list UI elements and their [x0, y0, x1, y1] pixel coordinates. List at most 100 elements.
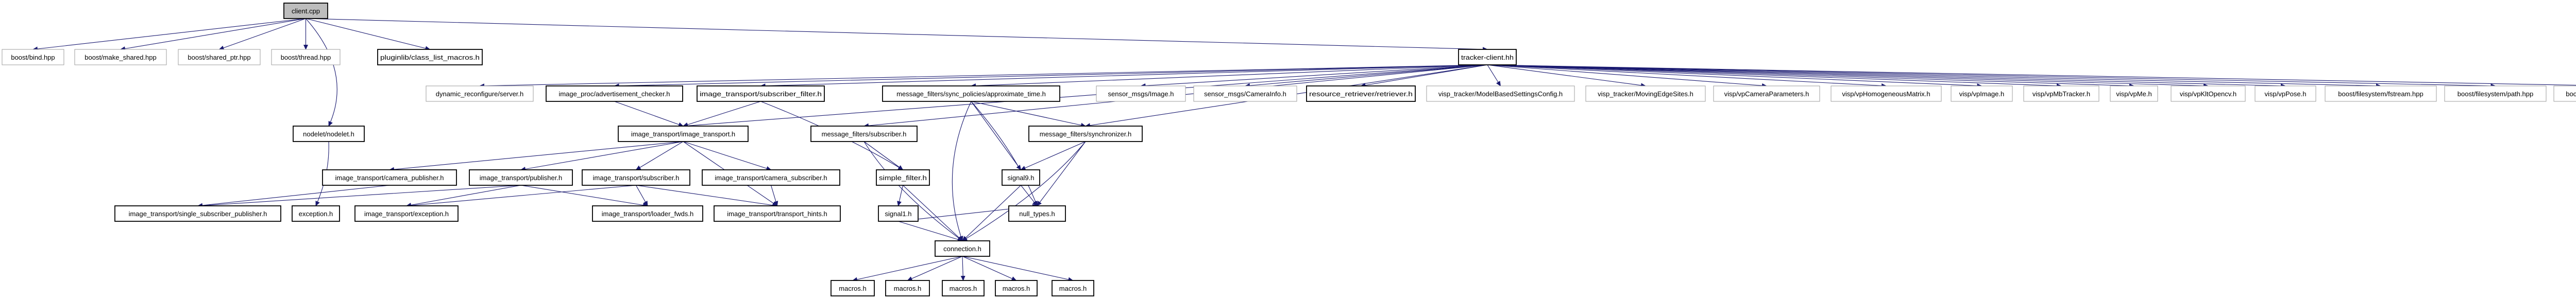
node-macros-h[interactable]: macros.h: [831, 280, 875, 296]
node-label: message_filters/synchronizer.h: [1040, 130, 1131, 138]
node-label: boost/thread/recursive_mutex.hpp: [2566, 90, 2576, 98]
edge-tracker-client-hh-to-image-transport-subscriber-filter-h: [760, 64, 1488, 89]
node-box[interactable]: [322, 169, 457, 186]
node-box[interactable]: [1002, 169, 1040, 186]
node-label: image_transport/publisher.h: [480, 174, 562, 182]
node-box[interactable]: [354, 205, 459, 222]
node-nodelet-nodelet-h[interactable]: nodelet/nodelet.h: [293, 126, 365, 142]
node-box[interactable]: [292, 205, 340, 222]
node-box: [1713, 85, 1820, 102]
node-image-transport-loader-fwds-h[interactable]: image_transport/loader_fwds.h: [592, 205, 703, 222]
node-label: exception.h: [299, 210, 333, 218]
node-box[interactable]: [942, 280, 985, 296]
edge-image-transport-publisher-h-to-image-transport-loader-fwds-h: [520, 185, 648, 207]
node-box: [2444, 85, 2547, 102]
node-exception-h[interactable]: exception.h: [292, 205, 340, 222]
node-pluginlib-class-list-macros-h[interactable]: pluginlib/class_list_macros.h: [377, 49, 483, 65]
node-label: signal1.h: [885, 210, 911, 218]
node-image-transport-image-transport-h[interactable]: image_transport/image_transport.h: [618, 126, 749, 142]
edge-image-transport-image-transport-h-to-image-transport-publisher-h: [520, 141, 684, 171]
edge-image-transport-camera-publisher-h-to-image-transport-single-subscriber-publisher-h: [197, 185, 390, 208]
node-label: boost/filesystem/path.hpp: [2458, 90, 2533, 98]
edge-client-cpp-to-nodelet-nodelet-h: [306, 18, 337, 127]
node-macros-h[interactable]: macros.h: [942, 280, 985, 296]
edge-tracker-client-hh-to-image-proc-advertisement-checker-h: [614, 64, 1488, 89]
node-image-proc-advertisement-checker-h[interactable]: image_proc/advertisement_checker.h: [546, 85, 683, 102]
node-image-transport-subscriber-h[interactable]: image_transport/subscriber.h: [582, 169, 690, 186]
node-message-filters-sync-policies-approximate-time-h[interactable]: message_filters/sync_policies/approximat…: [882, 85, 1060, 102]
node-box[interactable]: [697, 85, 825, 102]
node-signal9-h[interactable]: signal9.h: [1002, 169, 1040, 186]
node-box[interactable]: [935, 240, 990, 257]
node-simple-filter-h[interactable]: simple_filter.h: [876, 169, 930, 186]
node-label: pluginlib/class_list_macros.h: [380, 54, 480, 61]
node-box[interactable]: [831, 280, 875, 296]
node-box[interactable]: [702, 169, 840, 186]
node-box[interactable]: [1028, 126, 1143, 142]
node-box[interactable]: [114, 205, 281, 222]
node-image-transport-exception-h[interactable]: image_transport/exception.h: [354, 205, 459, 222]
node-signal1-h[interactable]: signal1.h: [878, 205, 919, 222]
node-box[interactable]: [1458, 49, 1517, 65]
node-resource-retriever-retriever-h[interactable]: resource_retriever/retriever.h: [1306, 85, 1416, 102]
node-visp-vpimage-h: visp/vpImage.h: [1951, 85, 2013, 102]
node-tracker-client-hh[interactable]: tracker-client.hh: [1458, 49, 1517, 65]
node-label: image_transport/camera_subscriber.h: [715, 174, 827, 182]
node-connection-h[interactable]: connection.h: [935, 240, 990, 257]
edge-tracker-client-hh-to-boost-thread-recursive-mutex-hpp: [1487, 64, 2576, 86]
edge-tracker-client-hh-to-image-transport-image-transport-h: [683, 64, 1488, 128]
node-box: [1831, 85, 1942, 102]
node-box: [2110, 85, 2158, 102]
node-box[interactable]: [293, 126, 365, 142]
node-label: connection.h: [943, 245, 981, 253]
node-box: [2325, 85, 2437, 102]
node-box[interactable]: [882, 85, 1060, 102]
node-box[interactable]: [878, 205, 919, 222]
node-box[interactable]: [582, 169, 690, 186]
node-message-filters-synchronizer-h[interactable]: message_filters/synchronizer.h: [1028, 126, 1143, 142]
edge-client-cpp-to-pluginlib-class-list-macros-h: [306, 18, 431, 51]
node-box: [271, 49, 341, 65]
node-image-transport-camera-publisher-h[interactable]: image_transport/camera_publisher.h: [322, 169, 457, 186]
node-box[interactable]: [377, 49, 483, 65]
node-box[interactable]: [1306, 85, 1416, 102]
node-label: simple_filter.h: [879, 174, 927, 182]
node-box[interactable]: [1008, 205, 1066, 222]
edge-tracker-client-hh-to-boost-filesystem-path-hpp: [1487, 64, 2496, 89]
node-image-transport-camera-subscriber-h[interactable]: image_transport/camera_subscriber.h: [702, 169, 840, 186]
node-label: client.cpp: [292, 7, 320, 15]
node-image-transport-subscriber-filter-h[interactable]: image_transport/subscriber_filter.h: [697, 85, 825, 102]
node-null-types-h[interactable]: null_types.h: [1008, 205, 1066, 222]
node-macros-h[interactable]: macros.h: [1052, 280, 1094, 296]
node-macros-h[interactable]: macros.h: [885, 280, 930, 296]
edge-connection-h-to-macros-h: [907, 256, 963, 281]
edge-tracker-client-hh-to-visp-vpkltopencv-h: [1487, 64, 2209, 89]
edge-client-cpp-to-boost-shared-ptr-hpp: [218, 18, 306, 50]
node-message-filters-subscriber-h[interactable]: message_filters/subscriber.h: [810, 126, 918, 142]
node-label: macros.h: [1059, 285, 1087, 292]
node-label: visp/vpCameraParameters.h: [1724, 90, 1809, 98]
node-box[interactable]: [469, 169, 573, 186]
node-box[interactable]: [876, 169, 930, 186]
node-box[interactable]: [546, 85, 683, 102]
node-image-transport-publisher-h[interactable]: image_transport/publisher.h: [469, 169, 573, 186]
edge-tracker-client-hh-to-boost-filesystem-fstream-hpp: [1487, 64, 2381, 89]
edge-message-filters-subscriber-h-to-simple-filter-h: [863, 141, 904, 170]
node-image-transport-transport-hints-h[interactable]: image_transport/transport_hints.h: [714, 205, 841, 222]
edge-image-transport-image-transport-h-to-image-transport-camera-publisher-h: [389, 141, 684, 172]
edge-image-transport-image-transport-h-to-image-transport-subscriber-h: [635, 141, 684, 170]
node-macros-h[interactable]: macros.h: [995, 280, 1038, 296]
node-box[interactable]: [618, 126, 749, 142]
node-label: image_transport/camera_publisher.h: [335, 174, 444, 182]
node-box[interactable]: [885, 280, 930, 296]
node-box[interactable]: [592, 205, 703, 222]
node-label: resource_retriever/retriever.h: [1309, 90, 1413, 98]
node-box[interactable]: [995, 280, 1038, 296]
node-box[interactable]: [1052, 280, 1094, 296]
node-visp-vpme-h: visp/vpMe.h: [2110, 85, 2158, 102]
node-label: nodelet/nodelet.h: [303, 130, 354, 138]
node-image-transport-single-subscriber-publisher-h[interactable]: image_transport/single_subscriber_publis…: [114, 205, 281, 222]
node-box[interactable]: [714, 205, 841, 222]
node-box[interactable]: [810, 126, 918, 142]
node-box: [1951, 85, 2013, 102]
